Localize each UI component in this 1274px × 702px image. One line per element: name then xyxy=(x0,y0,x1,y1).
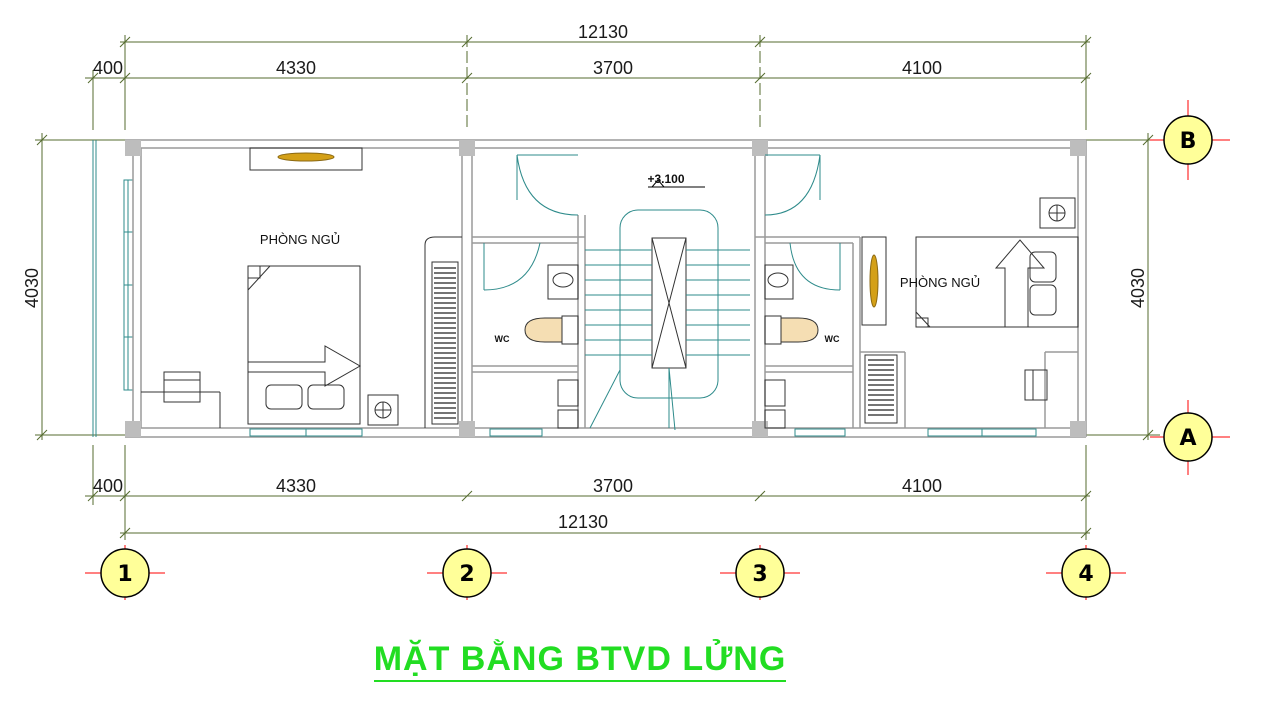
dim-top-d: 4100 xyxy=(902,58,942,78)
dimension-top xyxy=(85,35,1092,130)
dim-bottom-a: 400 xyxy=(93,476,123,496)
structural-columns xyxy=(125,140,1086,437)
level-label: +3.100 xyxy=(647,172,684,186)
axis-label-a: A xyxy=(1179,426,1196,451)
dimension-bottom xyxy=(85,445,1092,540)
drawing-title: MẶT BẰNG BTVD LỬNG xyxy=(330,640,830,682)
axis-bubble-a: A xyxy=(1150,400,1230,475)
axis-bubble-2: 2 xyxy=(427,545,507,600)
dim-bottom-b: 4330 xyxy=(276,476,316,496)
axis-label-b: B xyxy=(1180,129,1197,154)
dim-left: 4030 xyxy=(22,268,42,308)
axis-bubble-1: 1 xyxy=(85,545,165,600)
dim-top-a: 400 xyxy=(93,58,123,78)
right-bedroom-furniture xyxy=(861,197,1079,424)
stair-steps xyxy=(585,249,750,356)
room-label-right-bedroom: PHÒNG NGỦ xyxy=(900,275,980,290)
dim-bottom-c: 3700 xyxy=(593,476,633,496)
dim-top-b: 4330 xyxy=(276,58,316,78)
axis-bubble-3: 3 xyxy=(720,545,800,600)
axis-label-2: 2 xyxy=(459,562,474,587)
dim-bottom-d: 4100 xyxy=(902,476,942,496)
left-wc-fixtures xyxy=(524,264,579,429)
left-wardrobe-slats xyxy=(434,267,456,419)
balcony-left xyxy=(92,140,134,437)
room-label-left-bedroom: PHÒNG NGỦ xyxy=(260,232,340,247)
room-label-right-wc: WC xyxy=(825,334,840,344)
level-marker xyxy=(648,179,705,188)
right-wc-door xyxy=(764,154,841,291)
dim-bottom-total: 12130 xyxy=(558,512,608,532)
axis-label-1: 1 xyxy=(117,562,132,587)
axis-bubble-4: 4 xyxy=(1046,545,1126,600)
drawing-title-text: MẶT BẰNG BTVD LỬNG xyxy=(373,640,787,682)
left-bedroom-furniture xyxy=(141,147,462,428)
right-wc-fixtures xyxy=(764,264,819,429)
axis-bubble-b: B xyxy=(1150,100,1230,180)
axis-label-3: 3 xyxy=(752,562,767,587)
right-wardrobe-slats xyxy=(868,359,894,416)
dim-right: 4030 xyxy=(1128,268,1148,308)
windows xyxy=(249,428,1037,437)
axis-label-4: 4 xyxy=(1078,562,1093,587)
left-wc-door xyxy=(483,154,579,291)
dimension-sides xyxy=(35,133,1160,441)
staircase xyxy=(589,209,719,431)
dim-top-total: 12130 xyxy=(578,22,628,42)
room-label-left-wc: WC xyxy=(495,334,510,344)
dim-top-c: 3700 xyxy=(593,58,633,78)
